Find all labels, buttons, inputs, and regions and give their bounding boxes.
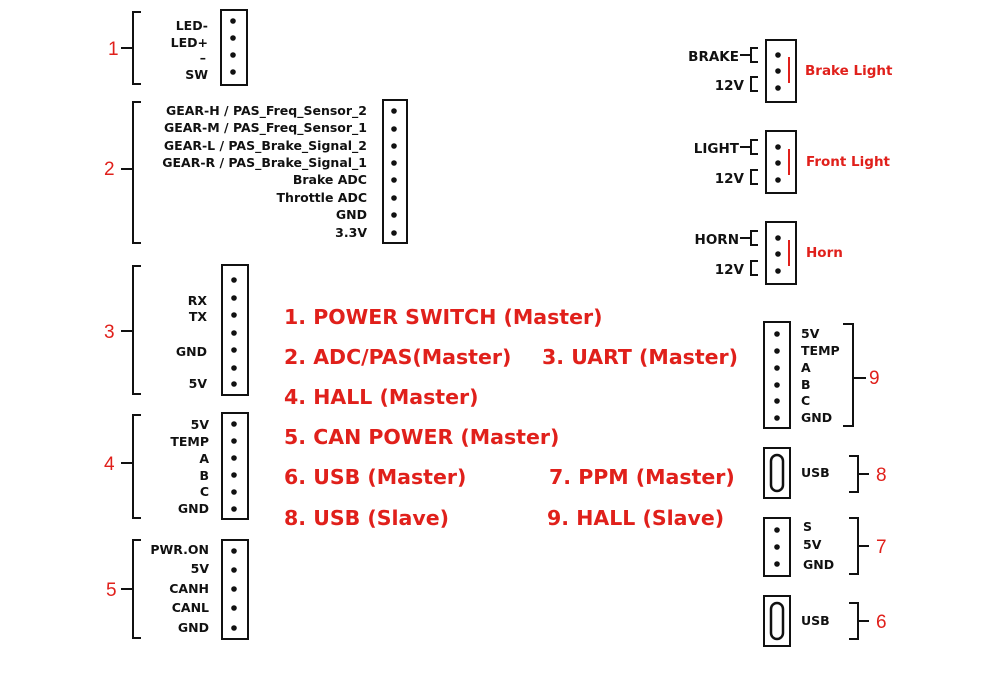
connector-6-housing bbox=[763, 595, 791, 647]
connector-5-pin-1: PWR.ON bbox=[150, 542, 209, 557]
device-front-pin-2: 12V bbox=[715, 171, 745, 187]
connector-5-pin-4: CANL bbox=[172, 600, 209, 615]
connector-4-pin-2: TEMP bbox=[170, 434, 209, 449]
connector-5-pin-3: CANH bbox=[169, 581, 209, 596]
connector-4-number: 4 bbox=[104, 454, 115, 475]
legend-item-5: 5. CAN POWER (Master) bbox=[284, 425, 559, 449]
connector-2-pin-1: GEAR-H / PAS_Freq_Sensor_2 bbox=[166, 103, 367, 119]
connector-4-pin-1: 5V bbox=[191, 417, 210, 432]
connector-4-housing bbox=[221, 412, 249, 520]
usb-port-icon bbox=[769, 601, 785, 641]
connector-3-pin-gnd: GND bbox=[176, 344, 207, 359]
device-front-pin-1: LIGHT bbox=[694, 141, 740, 157]
connector-8-number: 8 bbox=[876, 465, 887, 486]
connector-1-pin-2: LED+ bbox=[171, 35, 208, 50]
connector-5-housing bbox=[221, 539, 249, 640]
connector-2-pin-2: GEAR-M / PAS_Freq_Sensor_1 bbox=[164, 120, 367, 136]
legend-item-2: 2. ADC/PAS(Master) bbox=[284, 345, 511, 369]
connector-8: USB 8 bbox=[763, 447, 887, 499]
legend-item-1: 1. POWER SWITCH (Master) bbox=[284, 305, 603, 329]
device-horn: HORN 12V Horn bbox=[695, 221, 843, 285]
device-horn-name: Horn bbox=[806, 245, 843, 261]
connector-8-label: USB bbox=[801, 465, 830, 480]
connector-6-number: 6 bbox=[876, 612, 887, 633]
connector-9-number: 9 bbox=[869, 368, 880, 389]
connector-3-number: 3 bbox=[104, 322, 115, 343]
connector-6: USB 6 bbox=[763, 595, 887, 647]
legend-item-6: 6. USB (Master) bbox=[284, 465, 466, 489]
connector-2-housing bbox=[382, 99, 408, 244]
usb-port-icon bbox=[769, 453, 785, 493]
connector-4-pin-3: A bbox=[199, 451, 209, 466]
device-horn-pin-1: HORN bbox=[695, 232, 739, 248]
connector-5-pin-5: GND bbox=[178, 620, 209, 635]
device-horn-pin-2: 12V bbox=[715, 262, 745, 278]
connector-2-pin-5: Brake ADC bbox=[293, 172, 367, 187]
legend-item-8: 8. USB (Slave) bbox=[284, 506, 449, 530]
connector-7-pin-2: 5V bbox=[803, 537, 822, 552]
connector-8-housing bbox=[763, 447, 791, 499]
connector-2-pin-6: Throttle ADC bbox=[277, 190, 367, 205]
connector-2-pin-3: GEAR-L / PAS_Brake_Signal_2 bbox=[164, 138, 367, 154]
connector-9-pin-3: A bbox=[801, 360, 811, 375]
device-brake-pin-1: BRAKE bbox=[688, 49, 739, 65]
connector-9-pin-2: TEMP bbox=[801, 343, 840, 358]
connector-3-pin-tx: TX bbox=[189, 309, 208, 324]
connector-2-pin-7: GND bbox=[336, 207, 367, 222]
connector-7-pin-3: GND bbox=[803, 557, 834, 572]
connector-4-pin-5: C bbox=[200, 484, 209, 499]
connector-1-number: 1 bbox=[108, 39, 119, 60]
connector-1: 1 LED- LED+ – SW bbox=[108, 9, 248, 86]
connector-3: 3 RX TX GND 5V bbox=[104, 264, 249, 396]
connector-9: 5V TEMP A B C GND 9 bbox=[763, 321, 880, 429]
device-brake-name: Brake Light bbox=[805, 63, 893, 79]
device-brake-pin-2: 12V bbox=[715, 78, 745, 94]
device-front-light: LIGHT 12V Front Light bbox=[694, 130, 891, 194]
connector-9-pin-5: C bbox=[801, 393, 810, 408]
connector-6-label: USB bbox=[801, 613, 830, 628]
legend-item-4: 4. HALL (Master) bbox=[284, 385, 478, 409]
connector-3-housing bbox=[221, 264, 249, 396]
legend: 1. POWER SWITCH (Master) 2. ADC/PAS(Mast… bbox=[284, 305, 738, 530]
connector-9-housing bbox=[763, 321, 791, 429]
connector-3-pin-5v: 5V bbox=[189, 376, 208, 391]
connector-5: 5 PWR.ON 5V CANH CANL GND bbox=[106, 539, 249, 640]
connector-3-pin-rx: RX bbox=[188, 293, 208, 308]
connector-9-pin-6: GND bbox=[801, 410, 832, 425]
connector-2-pin-8: 3.3V bbox=[335, 225, 367, 240]
connector-9-pin-4: B bbox=[801, 377, 811, 392]
legend-item-7: 7. PPM (Master) bbox=[549, 465, 735, 489]
connector-7-pin-1: S bbox=[803, 519, 812, 534]
connector-1-pin-3: – bbox=[200, 50, 206, 65]
connector-2-pin-4: GEAR-R / PAS_Brake_Signal_1 bbox=[162, 155, 367, 171]
connector-7: S 5V GND 7 bbox=[763, 517, 887, 577]
connector-9-pin-1: 5V bbox=[801, 326, 820, 341]
connector-5-pin-2: 5V bbox=[191, 561, 210, 576]
connector-5-number: 5 bbox=[106, 580, 117, 601]
device-brake-light: BRAKE 12V Brake Light bbox=[688, 39, 893, 103]
connector-7-number: 7 bbox=[876, 537, 887, 558]
connector-4-pin-4: B bbox=[199, 468, 209, 483]
legend-item-9: 9. HALL (Slave) bbox=[547, 506, 724, 530]
connector-1-pin-1: LED- bbox=[176, 18, 208, 33]
legend-item-3: 3. UART (Master) bbox=[542, 345, 738, 369]
connector-4: 4 5V TEMP A B C GND bbox=[104, 412, 249, 520]
connector-1-pin-4: SW bbox=[185, 67, 208, 82]
connector-2-number: 2 bbox=[104, 159, 115, 180]
connector-2: 2 GEAR-H / PAS_Freq_Sensor_2 GEAR-M / PA… bbox=[104, 99, 408, 244]
device-front-name: Front Light bbox=[806, 154, 891, 170]
connector-7-housing bbox=[763, 517, 791, 577]
connector-1-housing bbox=[220, 9, 248, 86]
connector-4-pin-6: GND bbox=[178, 501, 209, 516]
